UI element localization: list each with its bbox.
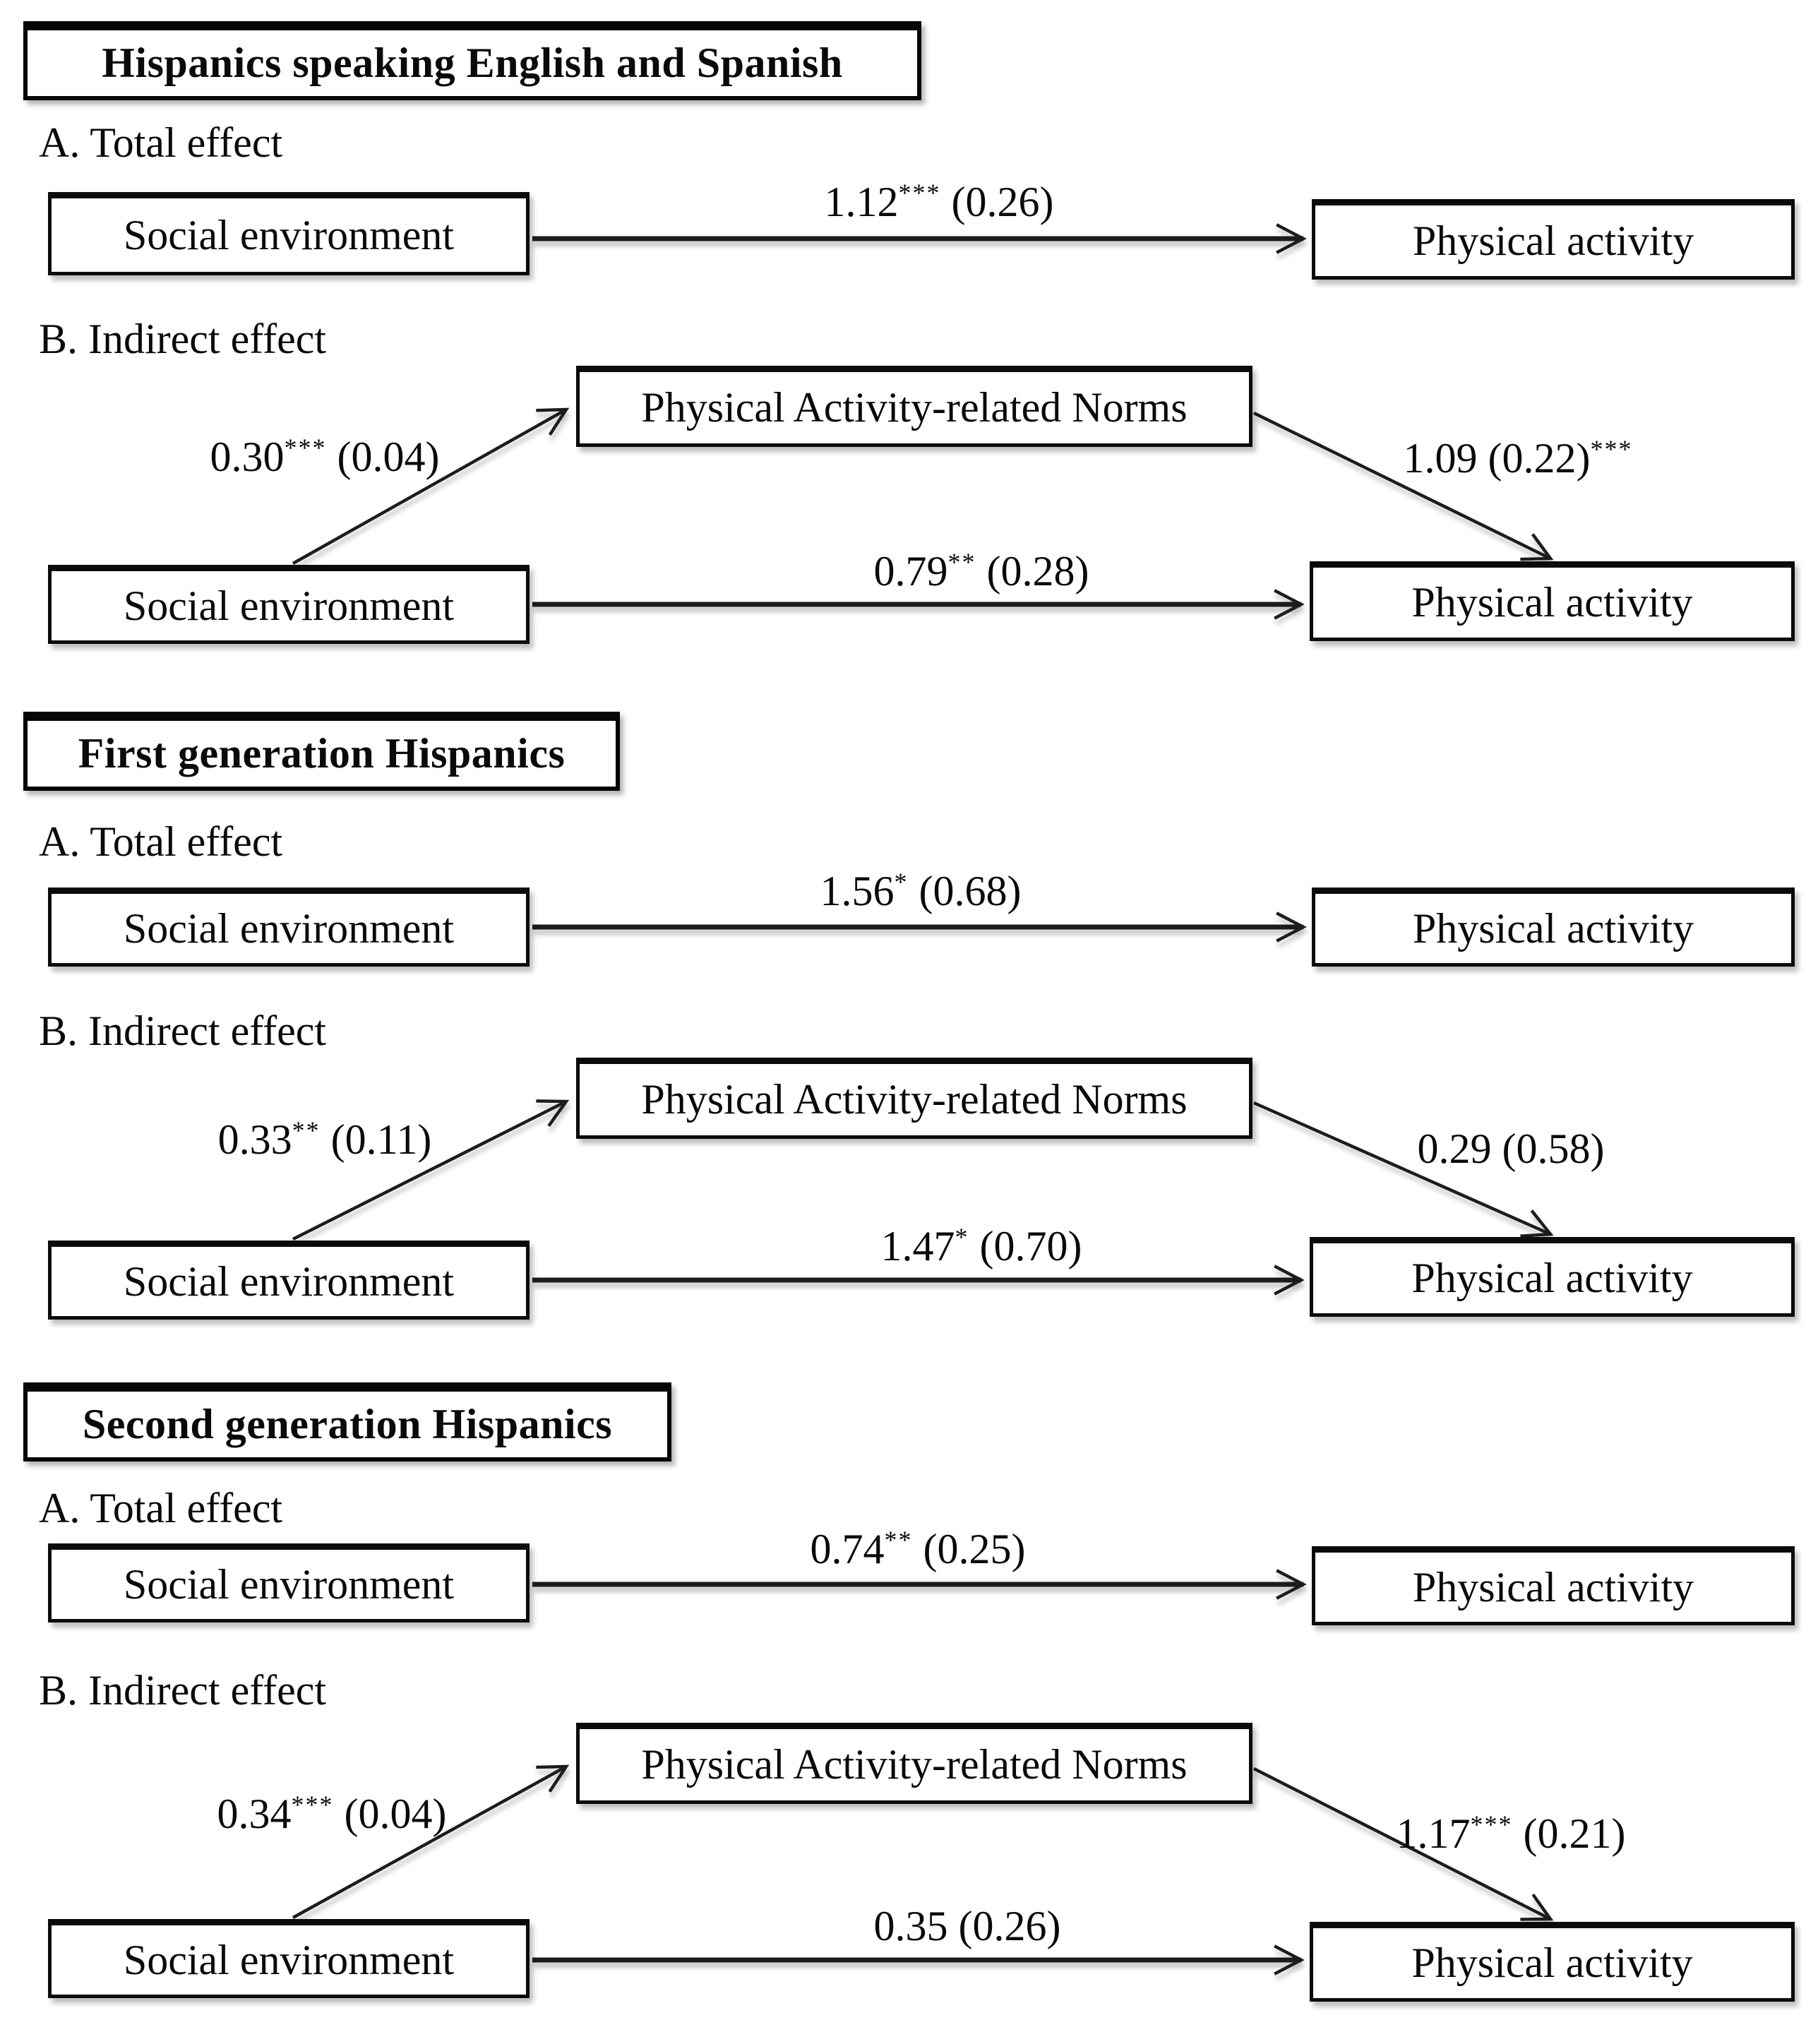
mediator-label: Physical Activity-related Norms bbox=[641, 1741, 1188, 1788]
predictor-label: Social environment bbox=[123, 211, 455, 258]
section-3-direct-effect-coefficient: 0.35 (0.26) bbox=[874, 1902, 1061, 1951]
coef-significance: *** bbox=[284, 434, 327, 462]
section-1-title-box: Hispanics speaking English and Spanish bbox=[23, 21, 921, 100]
section-3-title-box: Second generation Hispanics bbox=[23, 1382, 671, 1462]
coef-value: 0.34 bbox=[217, 1791, 292, 1837]
coef-significance: *** bbox=[291, 1791, 334, 1819]
coef-value: 0.29 bbox=[1417, 1125, 1492, 1172]
section-2-total-effect-coefficient: 1.56* (0.68) bbox=[820, 867, 1022, 916]
section-3-total-outcome-box: Physical activity bbox=[1312, 1546, 1795, 1625]
coef-value: 1.09 (0.22) bbox=[1403, 435, 1591, 482]
coef-significance: ** bbox=[884, 1526, 913, 1554]
section-1-direct-effect-coefficient: 0.79** (0.28) bbox=[874, 547, 1089, 596]
predictor-label: Social environment bbox=[123, 1560, 455, 1608]
coef-se: (0.04) bbox=[333, 1791, 447, 1837]
outcome-label: Physical activity bbox=[1412, 1563, 1694, 1610]
section-1-total-predictor-box: Social environment bbox=[48, 192, 530, 275]
coef-significance: * bbox=[894, 868, 909, 896]
section-1-indirect-predictor-box: Social environment bbox=[48, 565, 530, 644]
coef-se: (0.58) bbox=[1491, 1125, 1605, 1172]
coef-se: (0.28) bbox=[976, 548, 1089, 594]
outcome-label: Physical activity bbox=[1411, 1940, 1693, 1986]
section-3-a-path-coefficient: 0.34*** (0.04) bbox=[217, 1790, 447, 1839]
coef-se: (0.68) bbox=[908, 868, 1022, 914]
outcome-label: Physical activity bbox=[1412, 904, 1694, 952]
section-2-direct-effect-coefficient: 1.47* (0.70) bbox=[881, 1222, 1082, 1271]
section-2-total-outcome-box: Physical activity bbox=[1312, 887, 1795, 967]
section-1-total-outcome-box: Physical activity bbox=[1312, 199, 1795, 280]
coef-significance: ** bbox=[947, 548, 976, 576]
coef-significance: ** bbox=[292, 1116, 321, 1144]
coef-se: (0.25) bbox=[912, 1526, 1026, 1572]
section-3-total-predictor-box: Social environment bbox=[48, 1543, 530, 1622]
section-2-title-box: First generation Hispanics bbox=[23, 712, 620, 791]
coef-significance: * bbox=[955, 1223, 969, 1251]
section-2-total-predictor-box: Social environment bbox=[48, 887, 530, 967]
coef-significance: *** bbox=[1590, 435, 1633, 463]
section-3-title: Second generation Hispanics bbox=[82, 1401, 613, 1447]
section-2-mediator-box: Physical Activity-related Norms bbox=[576, 1058, 1252, 1139]
section-3-total-effect-coefficient: 0.74** (0.25) bbox=[811, 1525, 1026, 1574]
section-2-panel-b-label: B. Indirect effect bbox=[39, 1008, 327, 1054]
mediator-label: Physical Activity-related Norms bbox=[641, 384, 1188, 431]
section-1-mediator-box: Physical Activity-related Norms bbox=[576, 366, 1252, 447]
coef-se: (0.26) bbox=[940, 179, 1054, 225]
section-1-b-path-coefficient: 1.09 (0.22)*** bbox=[1404, 434, 1633, 483]
section-3-mediator-box: Physical Activity-related Norms bbox=[576, 1723, 1252, 1804]
section-2-a-path-coefficient: 0.33** (0.11) bbox=[218, 1116, 432, 1164]
section-1-title: Hispanics speaking English and Spanish bbox=[102, 40, 843, 86]
coef-se: (0.26) bbox=[947, 1903, 1061, 1949]
section-3-panel-a-label: A. Total effect bbox=[39, 1485, 283, 1531]
section-1-indirect-outcome-box: Physical activity bbox=[1310, 561, 1795, 641]
section-2-title: First generation Hispanics bbox=[78, 730, 566, 777]
coef-value: 0.74 bbox=[810, 1526, 885, 1572]
coef-value: 0.79 bbox=[873, 548, 948, 594]
coef-value: 0.33 bbox=[217, 1116, 292, 1163]
coef-value: 1.17 bbox=[1396, 1810, 1471, 1857]
coef-value: 0.35 bbox=[873, 1903, 948, 1949]
section-2-b-path-coefficient: 0.29 (0.58) bbox=[1418, 1125, 1605, 1173]
coef-value: 1.12 bbox=[824, 179, 899, 225]
section-1-panel-b-label: B. Indirect effect bbox=[39, 316, 327, 362]
coef-significance: *** bbox=[898, 179, 941, 207]
section-1-total-effect-coefficient: 1.12*** (0.26) bbox=[825, 178, 1054, 227]
section-3-indirect-outcome-box: Physical activity bbox=[1310, 1922, 1795, 2002]
predictor-label: Social environment bbox=[123, 904, 455, 952]
outcome-label: Physical activity bbox=[1412, 217, 1694, 264]
coef-value: 0.30 bbox=[210, 434, 285, 480]
predictor-label: Social environment bbox=[123, 1936, 455, 1983]
outcome-label: Physical activity bbox=[1411, 579, 1693, 626]
coef-significance: *** bbox=[1470, 1810, 1513, 1839]
coef-se: (0.70) bbox=[969, 1223, 1082, 1269]
section-2-indirect-predictor-box: Social environment bbox=[48, 1241, 530, 1320]
section-3-panel-b-label: B. Indirect effect bbox=[39, 1667, 327, 1714]
coef-value: 1.56 bbox=[820, 868, 895, 914]
coef-value: 1.47 bbox=[880, 1223, 955, 1269]
predictor-label: Social environment bbox=[123, 582, 455, 629]
section-1-a-path-coefficient: 0.30*** (0.04) bbox=[210, 433, 440, 482]
coef-se: (0.11) bbox=[320, 1116, 432, 1163]
predictor-label: Social environment bbox=[123, 1257, 455, 1305]
mediator-label: Physical Activity-related Norms bbox=[641, 1076, 1188, 1123]
section-3-indirect-predictor-box: Social environment bbox=[48, 1919, 530, 1998]
coef-se: (0.21) bbox=[1512, 1810, 1626, 1857]
section-2-indirect-outcome-box: Physical activity bbox=[1310, 1237, 1795, 1317]
outcome-label: Physical activity bbox=[1411, 1255, 1693, 1301]
section-2-panel-a-label: A. Total effect bbox=[39, 818, 283, 865]
section-3-b-path-coefficient: 1.17*** (0.21) bbox=[1397, 1810, 1626, 1858]
coef-se: (0.04) bbox=[326, 434, 440, 480]
section-1-panel-a-label: A. Total effect bbox=[39, 119, 283, 166]
